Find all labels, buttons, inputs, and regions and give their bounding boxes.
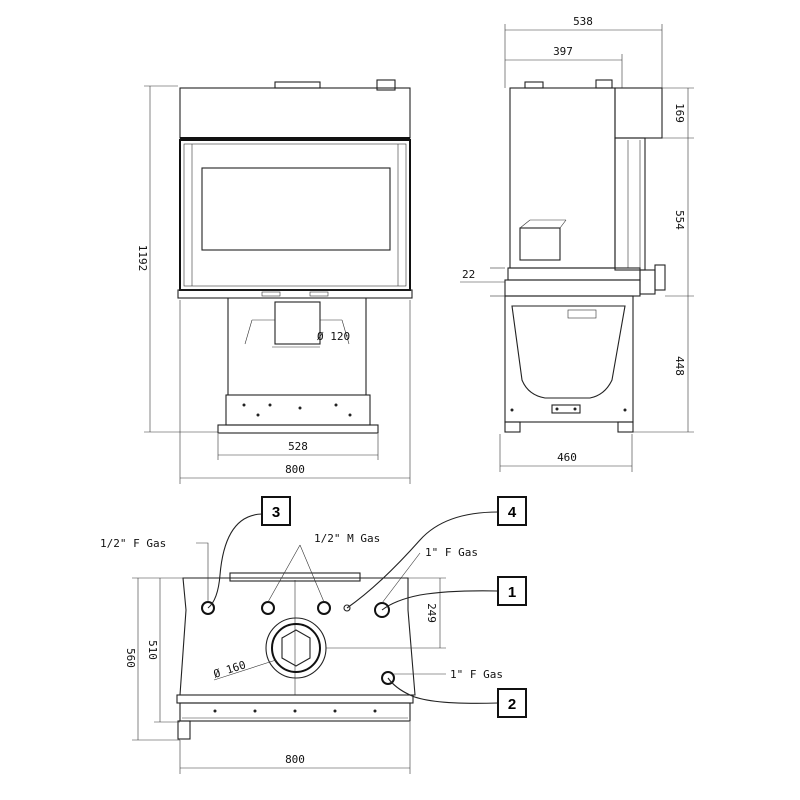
top-flue-outer <box>265 617 327 679</box>
side-door <box>614 137 646 271</box>
front-flue-box <box>274 301 321 345</box>
callout-4 <box>497 496 527 526</box>
gas-label-3: 1/2" F Gas <box>100 537 166 550</box>
front-top-plate <box>274 81 321 89</box>
side-stand <box>504 295 634 423</box>
side-view: 538 397 169 554 22 448 460 <box>460 15 694 472</box>
gas-label-2: 1" F Gas <box>450 668 503 681</box>
dim-body-height: 554 <box>673 210 686 230</box>
front-hood <box>179 87 411 139</box>
dim-base-width: 528 <box>288 440 308 453</box>
gas-label-4: 1/2" M Gas <box>314 532 380 545</box>
front-glass <box>201 167 391 251</box>
dim-total-depth: 538 <box>573 15 593 28</box>
callout-2-label: 2 <box>508 696 516 713</box>
dim-top-height: 169 <box>673 103 686 123</box>
dim-connection-offset: 249 <box>425 603 438 623</box>
callout-4-label: 4 <box>508 504 517 521</box>
side-hood <box>614 87 663 139</box>
gas-connection-4 <box>343 604 351 612</box>
front-base-foot <box>217 424 379 434</box>
dim-gap: 22 <box>462 268 475 281</box>
dim-total-height: 1192 <box>136 245 149 272</box>
callout-3-label: 3 <box>272 504 280 521</box>
side-stand-opening <box>511 305 626 399</box>
callout-2 <box>497 688 527 718</box>
dim-flue-diameter-front: Ø 120 <box>317 330 350 343</box>
dim-inner-depth: 510 <box>146 640 159 660</box>
front-bottom-rail <box>177 289 413 299</box>
dim-total-width-top: 800 <box>285 753 305 766</box>
dim-base-height: 448 <box>673 356 686 376</box>
dim-total-width-front: 800 <box>285 463 305 476</box>
side-bottom-plate <box>504 279 641 297</box>
front-top-flue <box>376 79 396 91</box>
gas-connection-d <box>317 601 331 615</box>
front-door-frame <box>179 139 411 291</box>
callout-1 <box>497 576 527 606</box>
top-view: 1/2" F Gas 1/2" M Gas 1" F Gas 1" F Gas … <box>100 496 527 774</box>
gas-label-1: 1" F Gas <box>425 546 478 559</box>
front-view: 1192 Ø 120 528 800 <box>136 79 413 484</box>
dim-upper-depth: 397 <box>553 45 573 58</box>
dim-flue-diameter-top: Ø 160 <box>212 658 248 681</box>
dim-base-depth: 460 <box>557 451 577 464</box>
callout-1-label: 1 <box>508 584 516 601</box>
top-flue <box>271 623 321 673</box>
callout-3 <box>261 496 291 526</box>
gas-connection-c <box>261 601 275 615</box>
side-body <box>509 87 616 269</box>
front-base-plate <box>225 394 371 426</box>
gas-connection-2 <box>381 671 395 685</box>
top-front-rail <box>176 694 414 704</box>
dim-outer-depth: 560 <box>124 648 137 668</box>
side-valve-box <box>519 227 561 261</box>
